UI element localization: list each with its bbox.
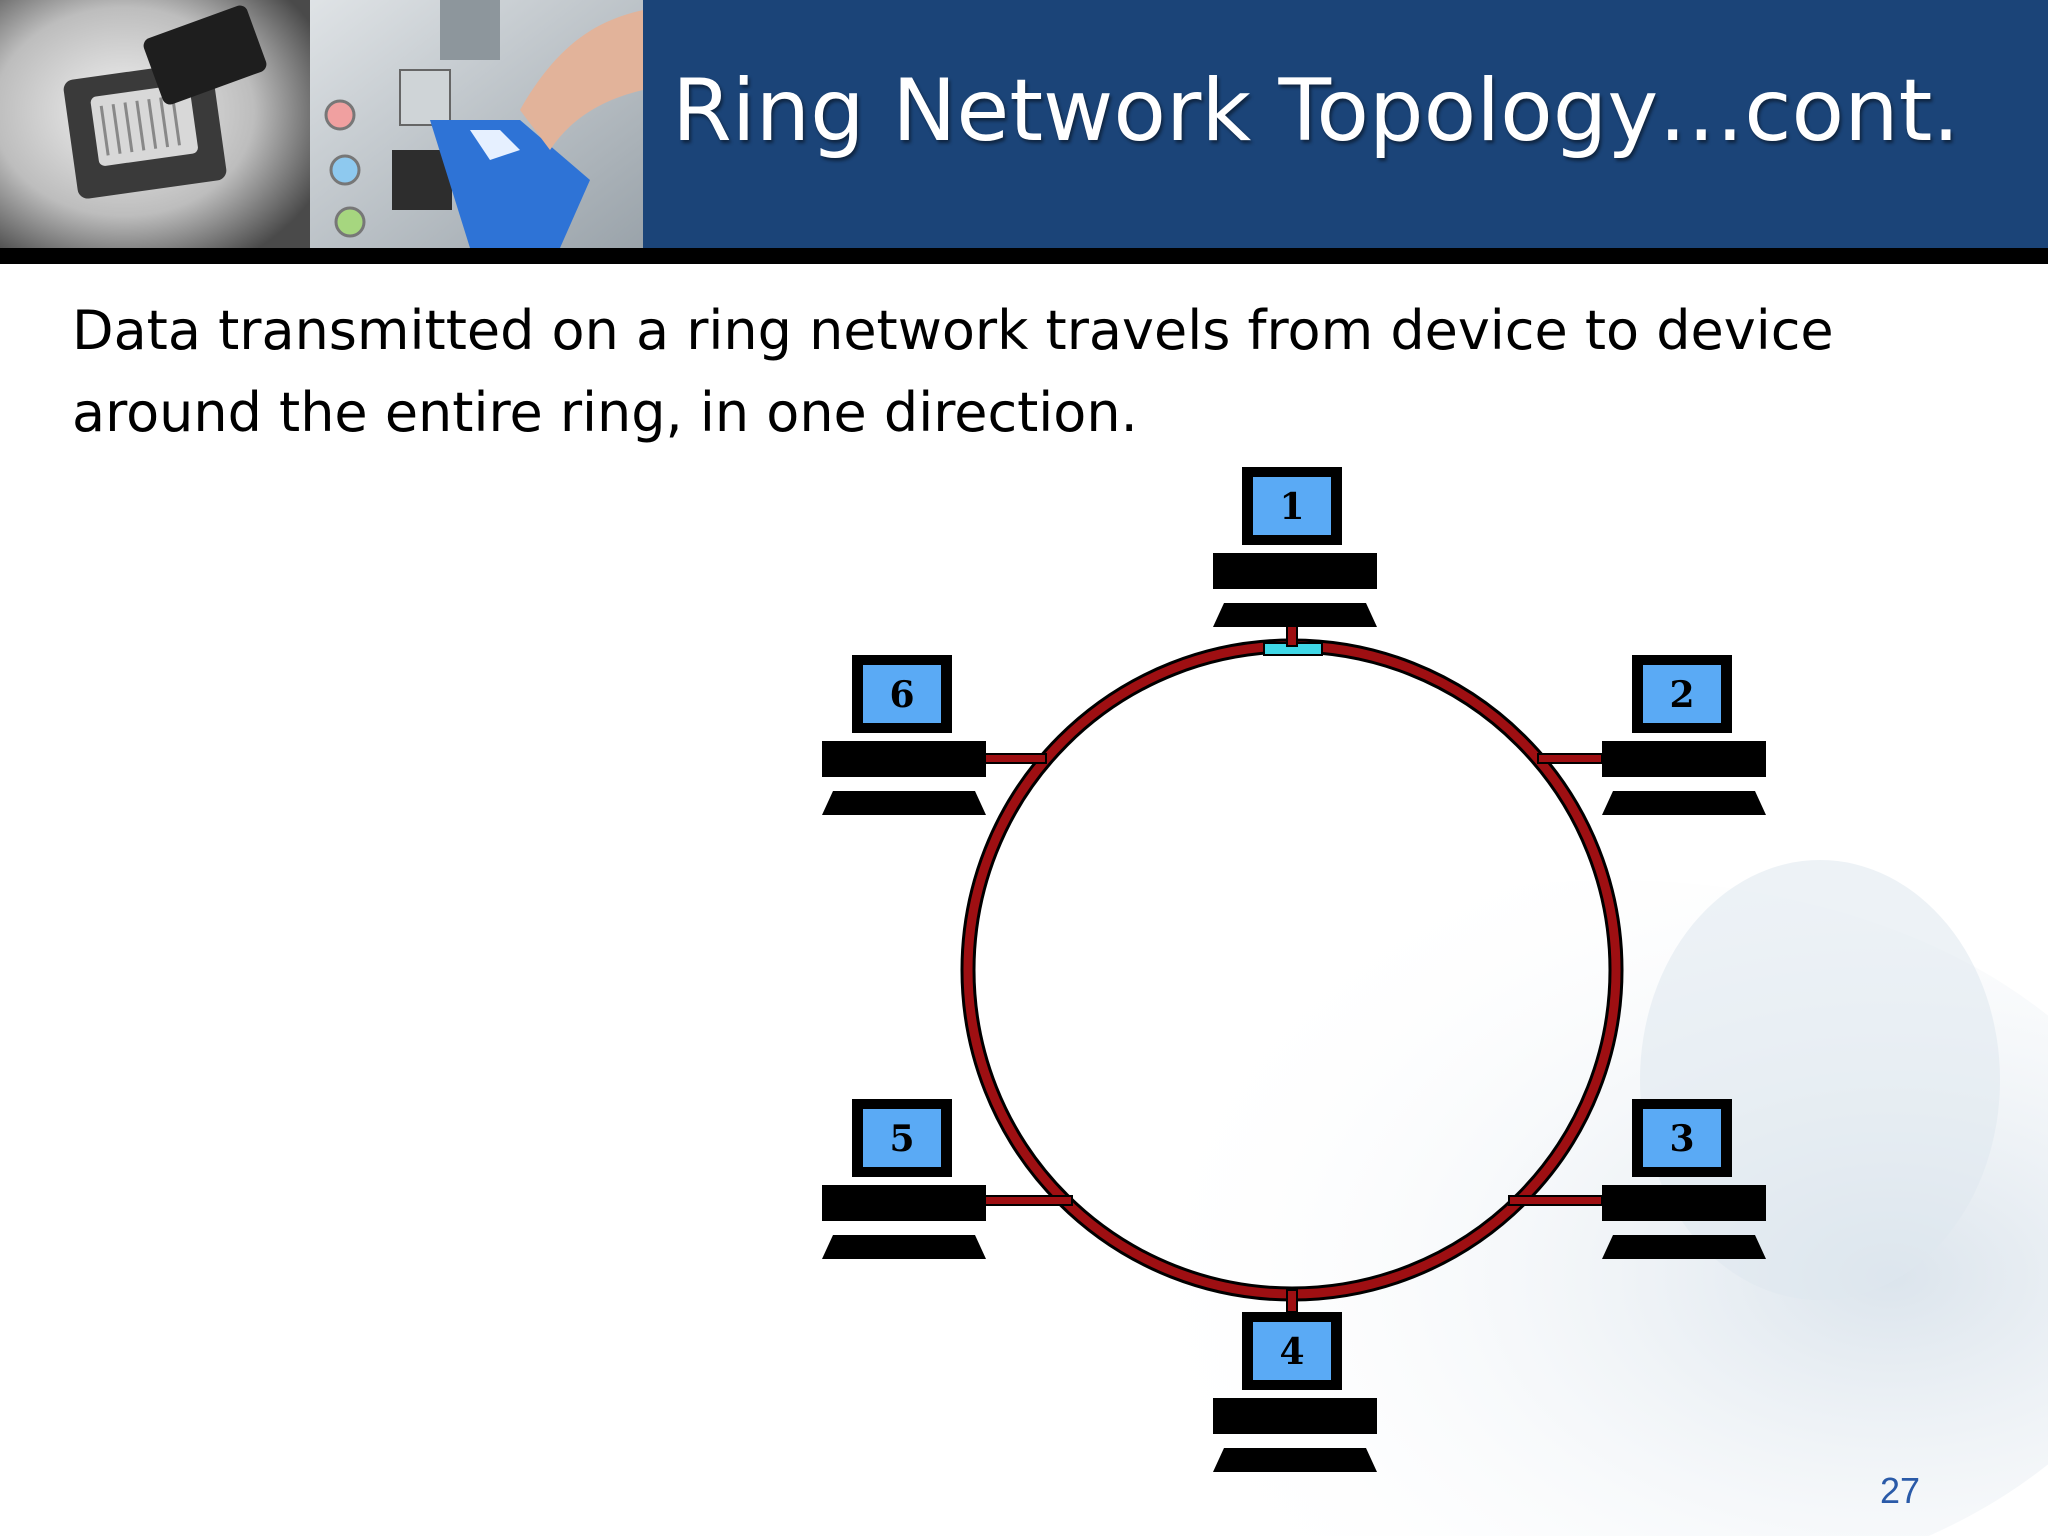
computer-node-1: 1 [1213, 467, 1377, 627]
node-label-3: 3 [1669, 1118, 1694, 1160]
computer-node-4: 4 [1213, 1312, 1377, 1472]
slide-title: Ring Network Topology…cont. [672, 61, 1960, 161]
connector-node-2 [1537, 753, 1603, 764]
connector-node-4 [1286, 1289, 1298, 1313]
monitor-screen [1253, 1322, 1331, 1380]
node-label-2: 2 [1669, 674, 1694, 716]
computer-node-6: 6 [822, 655, 986, 815]
connector-node-1 [1286, 623, 1298, 647]
header-photo [0, 0, 643, 248]
computer-node-3: 3 [1602, 1099, 1766, 1259]
connector-node-5 [981, 1195, 1073, 1206]
node-label-4: 4 [1279, 1331, 1304, 1373]
node-label-5: 5 [889, 1118, 914, 1160]
monitor-screen [1253, 477, 1331, 535]
connector-node-3 [1508, 1195, 1603, 1206]
monitor-screen [863, 1109, 941, 1167]
connector-node-6 [981, 753, 1047, 764]
computer-node-2: 2 [1602, 655, 1766, 815]
node-label-6: 6 [889, 674, 914, 716]
title-bar [643, 0, 2048, 248]
header-divider [0, 248, 2048, 264]
monitor-screen [1643, 1109, 1721, 1167]
monitor-screen [1643, 665, 1721, 723]
body-text: Data transmitted on a ring network trave… [72, 299, 1834, 444]
page-number: 27 [1880, 1470, 1921, 1511]
monitor-screen [863, 665, 941, 723]
computer-node-5: 5 [822, 1099, 986, 1259]
node-label-1: 1 [1279, 486, 1304, 528]
